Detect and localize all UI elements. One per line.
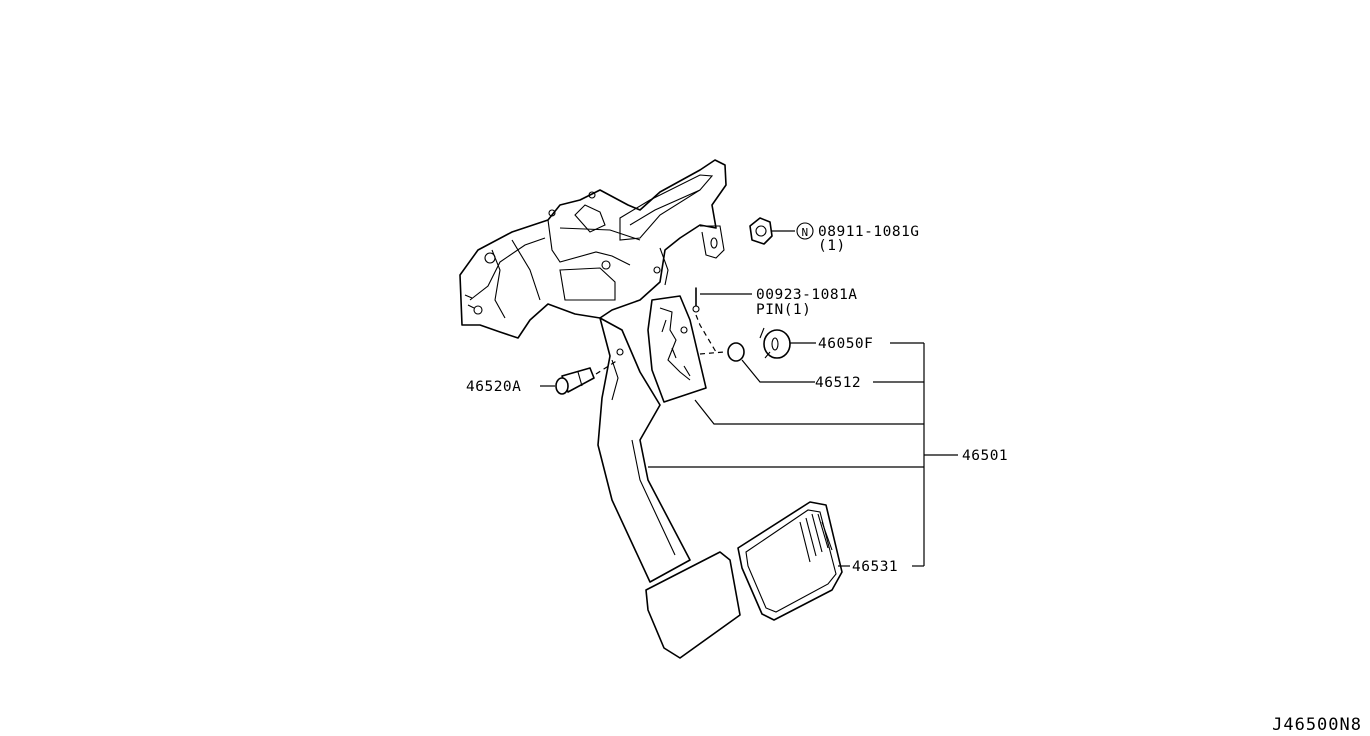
- diagram-code: J46500N8: [1272, 715, 1362, 735]
- part-qty-pin: PIN(1): [756, 302, 811, 318]
- part-number-bolt: 46520A: [466, 379, 521, 395]
- pin-drawing: [692, 287, 717, 353]
- leader-lines: [540, 230, 958, 567]
- part-number-pedal-assy: 46501: [962, 448, 1008, 464]
- bolt-drawing: [555, 359, 619, 395]
- part-number-collar: 46512: [815, 375, 861, 391]
- n-symbol: N: [801, 226, 808, 239]
- n-symbol-icon: [796, 222, 814, 240]
- pedal-bracket-drawing: [459, 159, 727, 339]
- pedal-pad-cover-drawing: [737, 501, 843, 621]
- part-qty-nut: (1): [818, 238, 846, 254]
- nut-callout: N 08911-1081G (1): [796, 222, 920, 254]
- collar-drawing: [699, 342, 745, 362]
- part-number-bushing: 46050F: [818, 336, 873, 352]
- bushing-drawing: [759, 327, 791, 359]
- pedal-arm-drawing: [597, 295, 741, 659]
- part-number-pad: 46531: [852, 559, 898, 575]
- part-number-pin: 00923-1081A: [756, 287, 858, 303]
- part-number-nut: 08911-1081G: [818, 224, 920, 240]
- nut-drawing: [749, 217, 773, 245]
